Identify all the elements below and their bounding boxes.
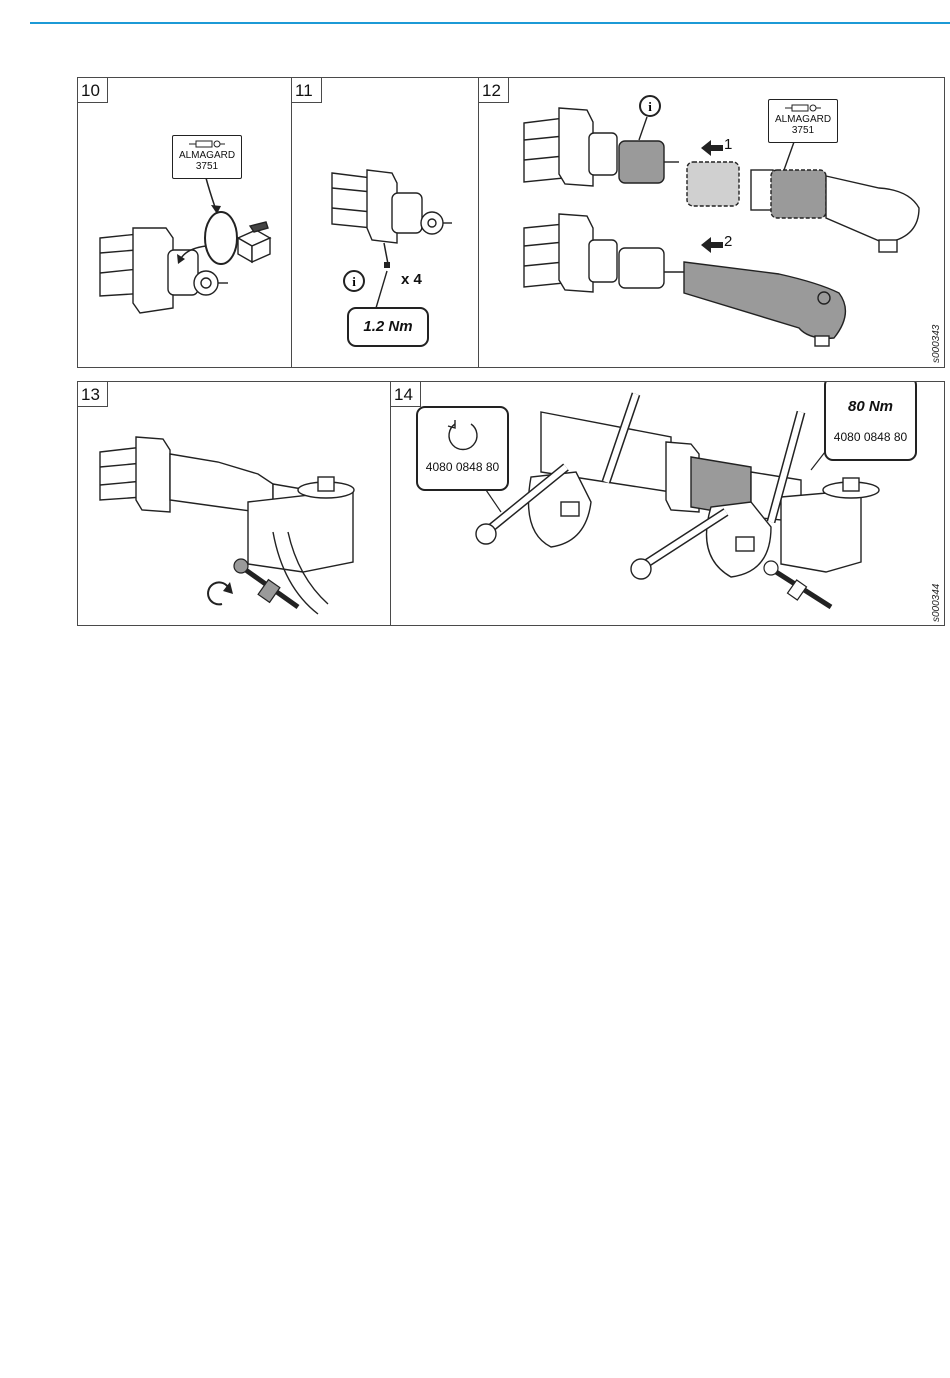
tool-callout-left: 4080 0848 80: [416, 406, 509, 491]
top-rule: [30, 22, 950, 24]
rotate-cw-icon: [208, 582, 228, 604]
svg-text:i: i: [352, 274, 356, 289]
lubricant-callout: ALMAGARD 3751: [172, 135, 242, 179]
tool-part-number: 4080 0848 80: [826, 430, 915, 444]
tool-part-number: 4080 0848 80: [418, 460, 507, 474]
step-number: 12: [479, 78, 509, 103]
svg-text:i: i: [648, 99, 652, 114]
torque-callout: 1.2 Nm: [347, 307, 429, 347]
sequence-label-2: 2: [724, 233, 732, 250]
rotate-ccw-icon: [443, 416, 483, 456]
step-13-illustration: [78, 382, 391, 626]
step-number: 11: [292, 78, 322, 103]
torque-value: 1.2 Nm: [363, 318, 412, 335]
panel-step-12: i 12 1 2 ALMAGARD 3751 s000343: [478, 77, 945, 368]
panel-step-10: 10 ALMAGARD 3751: [77, 77, 292, 368]
lubricant-callout: ALMAGARD 3751: [768, 99, 838, 143]
grease-gun-icon: [187, 138, 227, 150]
panel-step-13: 13: [77, 381, 391, 626]
lubricant-name: ALMAGARD: [769, 114, 837, 125]
step-number: 10: [78, 78, 108, 103]
torque-value: 80 Nm: [848, 398, 893, 415]
torque-callout: 80 Nm 4080 0848 80: [824, 381, 917, 461]
panel-step-11: i 11 x 4 1.2 Nm: [291, 77, 479, 368]
figure-reference: s000344: [931, 584, 942, 622]
step-12-illustration: i: [479, 78, 945, 368]
step-number: 14: [391, 382, 421, 407]
figure-reference: s000343: [931, 325, 942, 363]
panel-step-14: 14 4080 0848 80 80 Nm 4080 0848 80 s0003…: [390, 381, 945, 626]
lubricant-name: ALMAGARD: [173, 150, 241, 161]
screw-multiplier: x 4: [401, 271, 422, 288]
step-10-illustration: [78, 78, 292, 368]
sequence-label-1: 1: [724, 136, 732, 153]
step-number: 13: [78, 382, 108, 407]
lubricant-code: 3751: [769, 125, 837, 136]
lubricant-code: 3751: [173, 161, 241, 172]
grease-gun-icon: [783, 102, 823, 114]
